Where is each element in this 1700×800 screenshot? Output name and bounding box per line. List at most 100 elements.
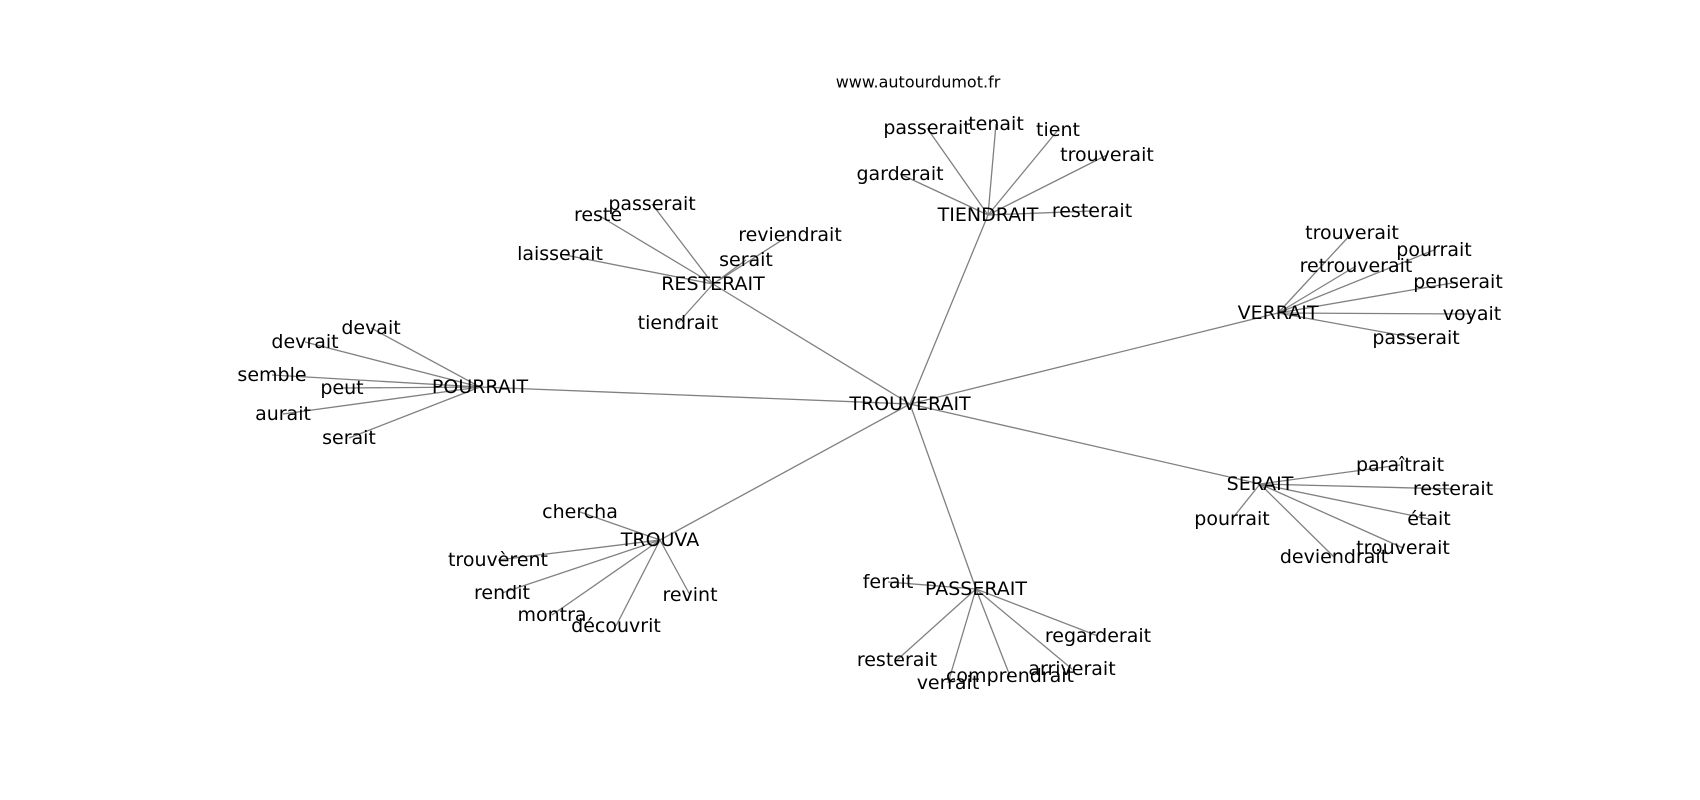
leaf-node: pourrait (1194, 508, 1269, 530)
leaf-node: deviendrait (1280, 546, 1388, 568)
leaf-node: revint (662, 584, 717, 606)
edge-hub-leaf (597, 214, 714, 285)
leaf-node: aurait (255, 403, 311, 425)
edge-hub-leaf (1277, 232, 1353, 314)
hub-node: POURRAIT (432, 376, 529, 398)
edge-hub-leaf (1277, 281, 1459, 314)
leaf-node: trouvèrent (448, 549, 548, 571)
leaf-node: pourrait (1396, 239, 1471, 261)
site-url: www.autourdumot.fr (836, 73, 1001, 92)
edge-hub-leaf (1277, 312, 1417, 339)
edge-hub-leaf (579, 511, 661, 541)
edge-hub-leaf (1277, 312, 1473, 315)
leaf-node: ferait (863, 571, 914, 593)
leaf-node: reste (574, 204, 622, 226)
edge-hub-leaf (975, 588, 1011, 677)
leaf-node: passerait (883, 117, 970, 139)
edge-hub-leaf (1231, 483, 1261, 520)
hub-node: TROUVA (620, 529, 699, 551)
leaf-node: peut (320, 377, 363, 399)
leaf-node: penserait (1413, 271, 1503, 293)
leaf-node: trouverait (1356, 537, 1450, 559)
leaf-node: laisserait (517, 243, 603, 265)
leaf-node: chercha (542, 501, 618, 523)
leaf-node: serait (719, 249, 773, 271)
leaf-node: trouverait (1060, 144, 1154, 166)
edge-hub-leaf (1277, 249, 1435, 314)
labels-layer: TROUVERAITTIENDRAITgarderaitpasseraitten… (237, 113, 1502, 694)
edge-hub-leaf (304, 341, 481, 388)
leaf-node: resterait (857, 649, 937, 671)
edge-center-hub (712, 283, 911, 405)
edges-layer (271, 123, 1473, 684)
leaf-node: devrait (271, 331, 338, 353)
edge-hub-leaf (282, 386, 481, 415)
edge-hub-leaf (1259, 483, 1454, 490)
edge-hub-leaf (370, 327, 481, 388)
leaf-node: passerait (1372, 327, 1459, 349)
edge-hub-leaf (975, 588, 1099, 637)
hub-node: PASSERAIT (925, 578, 1027, 600)
edge-center-hub (479, 386, 911, 405)
leaf-node: passerait (608, 193, 695, 215)
center-node: TROUVERAIT (848, 393, 971, 415)
edge-center-hub (909, 312, 1279, 405)
edge-center-hub (659, 403, 911, 541)
leaf-node: rendit (474, 582, 530, 604)
leaf-node: semble (237, 364, 306, 386)
leaf-node: voyait (1443, 303, 1501, 325)
leaf-node: regarderait (1045, 625, 1151, 647)
edge-hub-leaf (497, 539, 661, 561)
leaf-node: trouverait (1305, 222, 1399, 244)
leaf-node: tient (1036, 119, 1080, 141)
leaf-node: tenait (968, 113, 1024, 135)
edge-hub-leaf (651, 203, 714, 285)
edge-hub-leaf (1259, 483, 1430, 520)
leaf-node: serait (322, 427, 376, 449)
edge-center-hub (909, 214, 989, 405)
edge-center-hub (909, 403, 977, 590)
edge-hub-leaf (712, 234, 791, 285)
edge-hub-leaf (987, 210, 1093, 216)
edge-hub-leaf (926, 127, 989, 216)
edge-hub-leaf (975, 588, 1073, 670)
edge-hub-leaf (677, 283, 714, 324)
edge-hub-leaf (551, 539, 661, 616)
leaf-node: resterait (1413, 478, 1493, 500)
edge-hub-leaf (659, 539, 691, 596)
edge-hub-leaf (1259, 483, 1404, 549)
leaf-node: était (1407, 508, 1451, 530)
edge-hub-leaf (501, 539, 661, 594)
leaf-node: retrouverait (1300, 255, 1413, 277)
edge-hub-leaf (899, 173, 989, 216)
leaf-node: arriverait (1028, 658, 1115, 680)
edge-hub-leaf (341, 386, 481, 389)
edge-hub-leaf (1259, 464, 1401, 485)
leaf-node: verrait (917, 672, 980, 694)
hub-node: VERRAIT (1238, 302, 1319, 324)
leaf-node: garderait (856, 163, 943, 185)
edge-hub-leaf (947, 588, 977, 684)
edge-hub-leaf (615, 539, 661, 627)
edge-hub-leaf (887, 581, 977, 590)
hub-node: SERAIT (1227, 473, 1294, 495)
leaf-node: paraîtrait (1356, 454, 1444, 476)
edge-hub-leaf (271, 374, 481, 388)
edge-hub-leaf (1259, 483, 1335, 558)
edge-hub-leaf (559, 253, 714, 285)
edge-hub-leaf (712, 259, 747, 285)
leaf-node: reviendrait (738, 224, 842, 246)
edge-hub-leaf (987, 154, 1108, 216)
edge-hub-leaf (987, 123, 997, 216)
hub-node: RESTERAIT (661, 273, 765, 295)
hub-node: TIENDRAIT (937, 204, 1039, 226)
leaf-node: montra (517, 604, 586, 626)
edge-center-hub (909, 403, 1261, 485)
edge-hub-leaf (1277, 265, 1357, 314)
edge-hub-leaf (896, 588, 977, 661)
edge-hub-leaf (987, 129, 1059, 216)
edge-hub-leaf (348, 386, 481, 439)
leaf-node: resterait (1052, 200, 1132, 222)
leaf-node: comprendrait (946, 665, 1074, 687)
